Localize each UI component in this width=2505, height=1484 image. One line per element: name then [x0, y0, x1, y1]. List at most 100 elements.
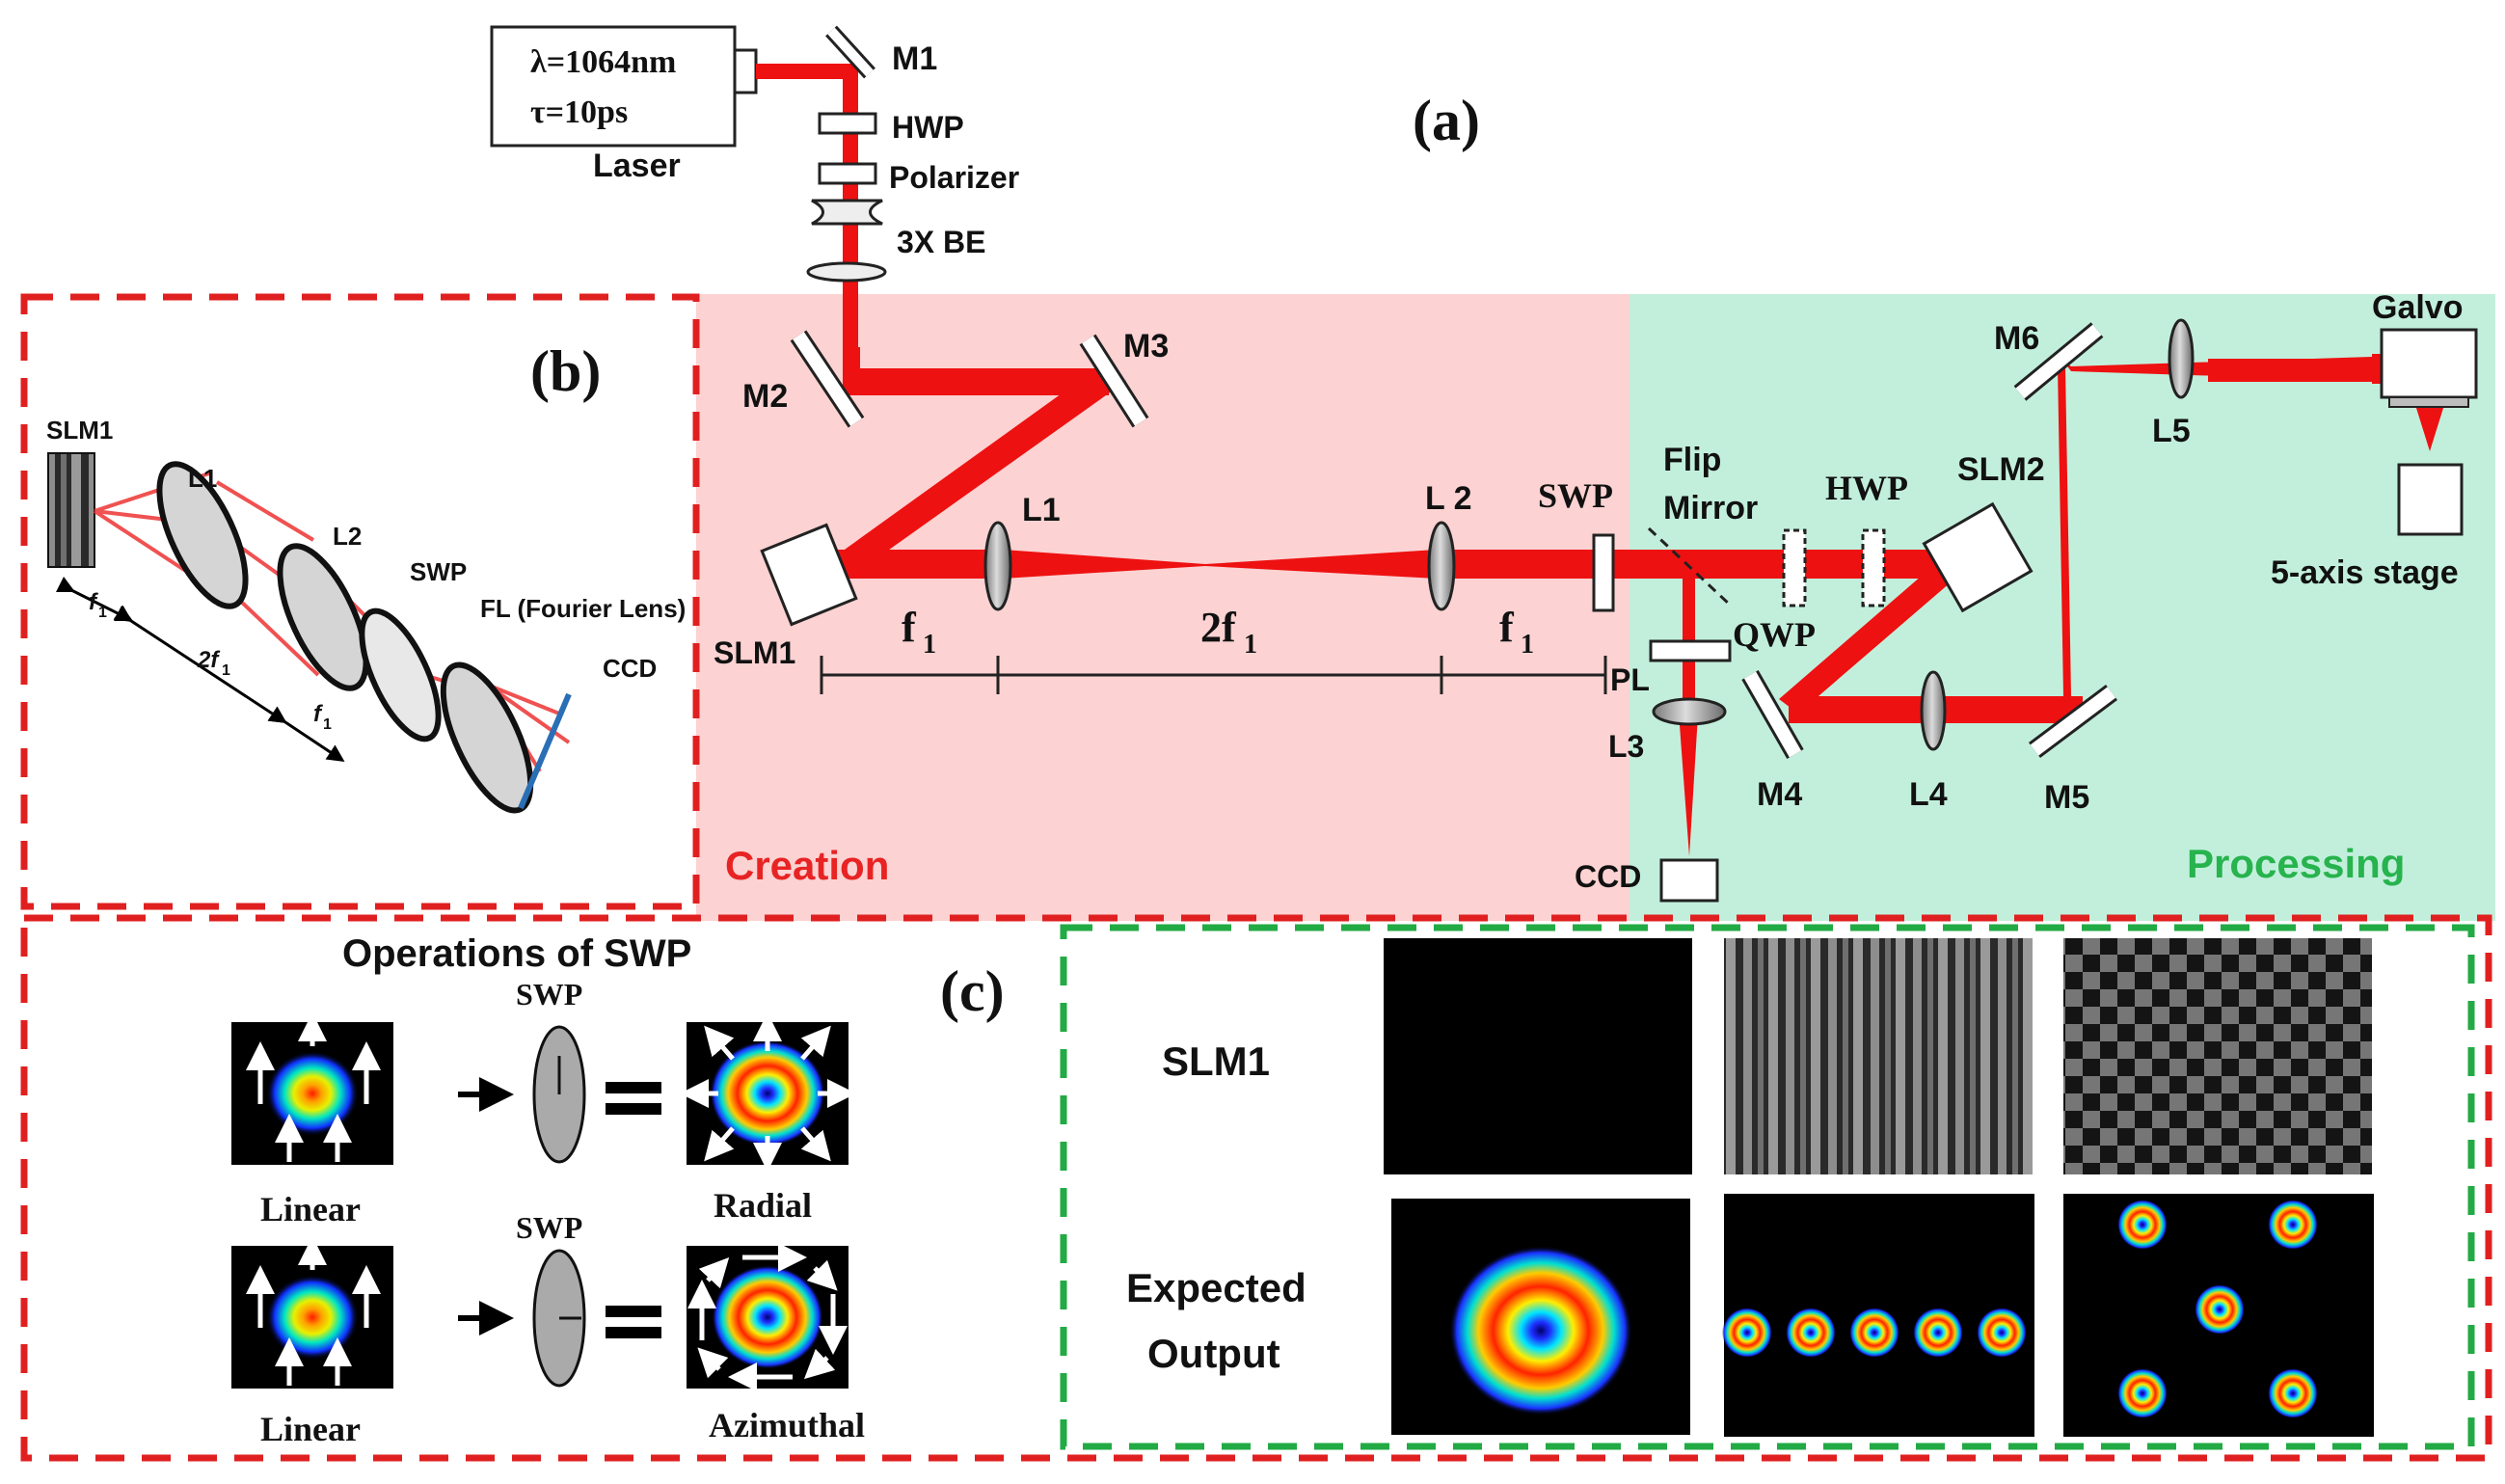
b-ccd-label: CCD: [603, 654, 657, 683]
c-linear-label-1: Linear: [260, 1190, 361, 1228]
mirror-label: Mirror: [1663, 490, 1758, 526]
dist-f1-right: f: [1499, 604, 1515, 651]
creation-label: Creation: [725, 843, 889, 888]
c-azimuthal-label: Azimuthal: [709, 1406, 865, 1444]
c-radial-label: Radial: [714, 1186, 812, 1225]
stage-label: 5-axis stage: [2271, 554, 2459, 591]
m6-label: M6: [1994, 320, 2039, 357]
c-linear-arrows-2: [246, 1236, 381, 1386]
qwp-plate: [1649, 639, 1732, 662]
stage-box: [2397, 463, 2464, 536]
slm-pattern-grating: [1724, 938, 2033, 1174]
c-swp-label-1: SWP: [516, 977, 582, 1012]
b-l1-label: L1: [188, 464, 217, 493]
panel-c-label: (c): [940, 959, 1005, 1023]
laser-label: Laser: [593, 148, 681, 184]
polarizer: [818, 162, 877, 185]
mirror-m5: [2029, 685, 2117, 758]
be-label: 3X BE: [897, 225, 985, 259]
m1-label: M1: [892, 40, 937, 77]
b-d3: f: [313, 701, 323, 727]
c-slm1-label: SLM1: [1162, 1039, 1270, 1084]
c-azimuthal-arrows: [687, 1243, 848, 1391]
b-swp-label: SWP: [410, 557, 467, 586]
laser-pulse: τ=10ps: [530, 94, 628, 130]
panel-c-frame: [20, 914, 2492, 1462]
hwp-mid-label: HWP: [1825, 469, 1908, 507]
m5-label: M5: [2044, 779, 2089, 816]
ccd-box: [1659, 858, 1719, 903]
c-output-label-1: Expected: [1126, 1265, 1306, 1310]
b-d2: 2f: [197, 647, 220, 673]
c-radial-arrows: [680, 1012, 856, 1172]
output-five-donuts: [2117, 1200, 2318, 1418]
lens-l2: [1427, 521, 1456, 611]
dist-2f1-sub: 1: [1244, 630, 1257, 660]
hwp-dotted-2: [1861, 528, 1886, 607]
lens-l5: [2168, 318, 2195, 399]
c-equals-2: [606, 1306, 661, 1317]
hwp-dotted-1: [1782, 528, 1807, 607]
dist-f1-right-sub: 1: [1521, 630, 1534, 660]
dist-2f1: 2f: [1200, 604, 1237, 651]
c-linear-arrows-1: [246, 1012, 381, 1162]
swp-plate: [1592, 533, 1615, 612]
slm2-device: [1922, 501, 2034, 613]
distance-scale: [820, 656, 1607, 694]
panel-a-label: (a): [1413, 89, 1480, 152]
slm-pattern-uniform: [1384, 938, 1692, 1174]
lens-l3: [1652, 697, 1727, 726]
c-title: Operations of SWP: [342, 932, 691, 975]
galvo-lens: [2388, 396, 2469, 408]
c-output-label-2: Output: [1147, 1331, 1280, 1376]
laser-wavelength: λ=1064nm: [530, 44, 676, 80]
mirror-m4: [1741, 670, 1804, 759]
b-fourier-lens: [440, 661, 534, 814]
mirror-m3: [1079, 334, 1149, 428]
b-lens-l1: [156, 461, 249, 609]
l1-label: L1: [1022, 492, 1061, 528]
b-d1: f: [89, 589, 98, 615]
hwp-top-label: HWP: [892, 110, 964, 145]
mirror-m6: [2013, 322, 2104, 401]
output-row-donuts: [1722, 1308, 2027, 1358]
ccd-label: CCD: [1575, 859, 1641, 894]
b-d2-sub: 1: [222, 662, 230, 679]
galvo-label: Galvo: [2372, 289, 2463, 326]
polarizer-label: Polarizer: [889, 160, 1019, 195]
swp-label: SWP: [1538, 476, 1613, 515]
processing-label: Processing: [2187, 841, 2405, 886]
slm1-device: [760, 523, 858, 627]
c-gauss-1: [266, 1051, 359, 1136]
beam-expander-pos: [806, 261, 887, 283]
dist-f1-left: f: [902, 604, 917, 651]
slm2-label: SLM2: [1957, 451, 2045, 488]
pl-label: PL: [1610, 662, 1650, 697]
b-l2-label: L2: [333, 522, 362, 551]
dist-f1-left-sub: 1: [923, 630, 936, 660]
slm-output-frame: [1060, 924, 2475, 1450]
slm1-label: SLM1: [714, 635, 795, 670]
m2-label: M2: [742, 378, 788, 415]
qwp-label: QWP: [1733, 615, 1816, 654]
panel-b-frame: [20, 293, 700, 910]
laser-box: [490, 25, 737, 148]
hwp-top: [818, 112, 877, 135]
b-d1-sub: 1: [98, 605, 107, 621]
panel-b-schematic: [47, 452, 572, 814]
mirror-m2: [790, 330, 865, 428]
m4-label: M4: [1757, 776, 1802, 813]
b-fl-label: FL (Fourier Lens): [480, 594, 686, 623]
lens-l1: [983, 521, 1012, 611]
slm-pattern-checker: [2063, 938, 2372, 1174]
c-linear-label-2: Linear: [260, 1410, 361, 1448]
b-d3-sub: 1: [323, 716, 332, 733]
c-equals-1: [606, 1082, 661, 1093]
galvo-box: [2380, 328, 2478, 399]
l3-label: L3: [1608, 729, 1644, 764]
m3-label: M3: [1123, 328, 1169, 364]
l2-label: L 2: [1425, 480, 1472, 517]
beam-to-galvo: [2208, 359, 2382, 382]
c-gauss-2: [266, 1275, 359, 1360]
